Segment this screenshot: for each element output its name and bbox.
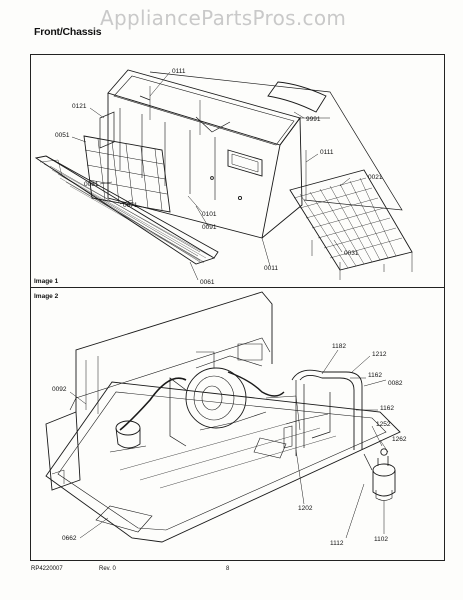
base-pan [46,382,400,542]
part-callout-0082: 0082 [388,380,403,387]
part-callout-0092: 0092 [52,386,67,393]
front-grille-0061 [36,156,218,264]
blower-motor-assembly [120,344,284,446]
part-callout-0061: 0061 [200,279,215,286]
refrigerant-tubing [266,370,362,456]
part-callout-1162-upper: 1162 [368,372,382,379]
part-callout-1212: 1212 [372,351,387,358]
part-callout-0662: 0662 [62,535,77,542]
compressor-1102 [364,449,395,501]
image1-leader-lines [72,72,350,280]
part-callout-0081: 0081 [84,181,99,188]
part-callout-1262: 1262 [392,436,407,443]
part-callout-0111-top: 0111 [172,68,186,75]
part-callout-0011: 0011 [264,265,278,272]
chassis-housing [108,70,402,238]
part-callout-0031: 0031 [344,250,359,257]
part-callout-0021: 0021 [368,174,383,181]
part-callout-9991: 9991 [306,116,321,123]
watermark: AppliancePartsPros.com [100,6,347,30]
part-callout-0091: 0091 [202,224,217,231]
part-callout-1112: 1112 [330,540,344,547]
diagram-frame [30,54,445,561]
part-callout-1182: 1182 [332,343,346,350]
back-panel [46,292,272,490]
image2-leader-lines [70,350,388,538]
filter-frame-0051 [84,112,170,212]
footer-doc-code: RP4220007 [31,566,63,572]
footer-revision: Rev. 0 [99,566,116,572]
part-callout-0111-side: 0111 [320,149,334,156]
footer-page-number: 8 [226,566,230,572]
top-cover-panel-9991 [268,82,326,112]
part-callout-0071: 0071 [123,202,138,209]
side-louver-panel-0021 [290,170,412,280]
image-divider [30,287,445,288]
part-callout-0101: 0101 [202,211,217,218]
part-callout-0121: 0121 [72,103,87,110]
capacitor-0092 [110,421,146,452]
part-callout-1162-lower: 1162 [380,405,394,412]
image2-label: Image 2 [34,293,59,300]
part-callout-0051: 0051 [55,132,70,139]
page-title: Front/Chassis [34,26,102,38]
part-callout-1202: 1202 [298,505,313,512]
part-callout-1252: 1252 [376,421,391,428]
image1-label: Image 1 [34,278,59,285]
part-callout-1102: 1102 [374,536,388,543]
